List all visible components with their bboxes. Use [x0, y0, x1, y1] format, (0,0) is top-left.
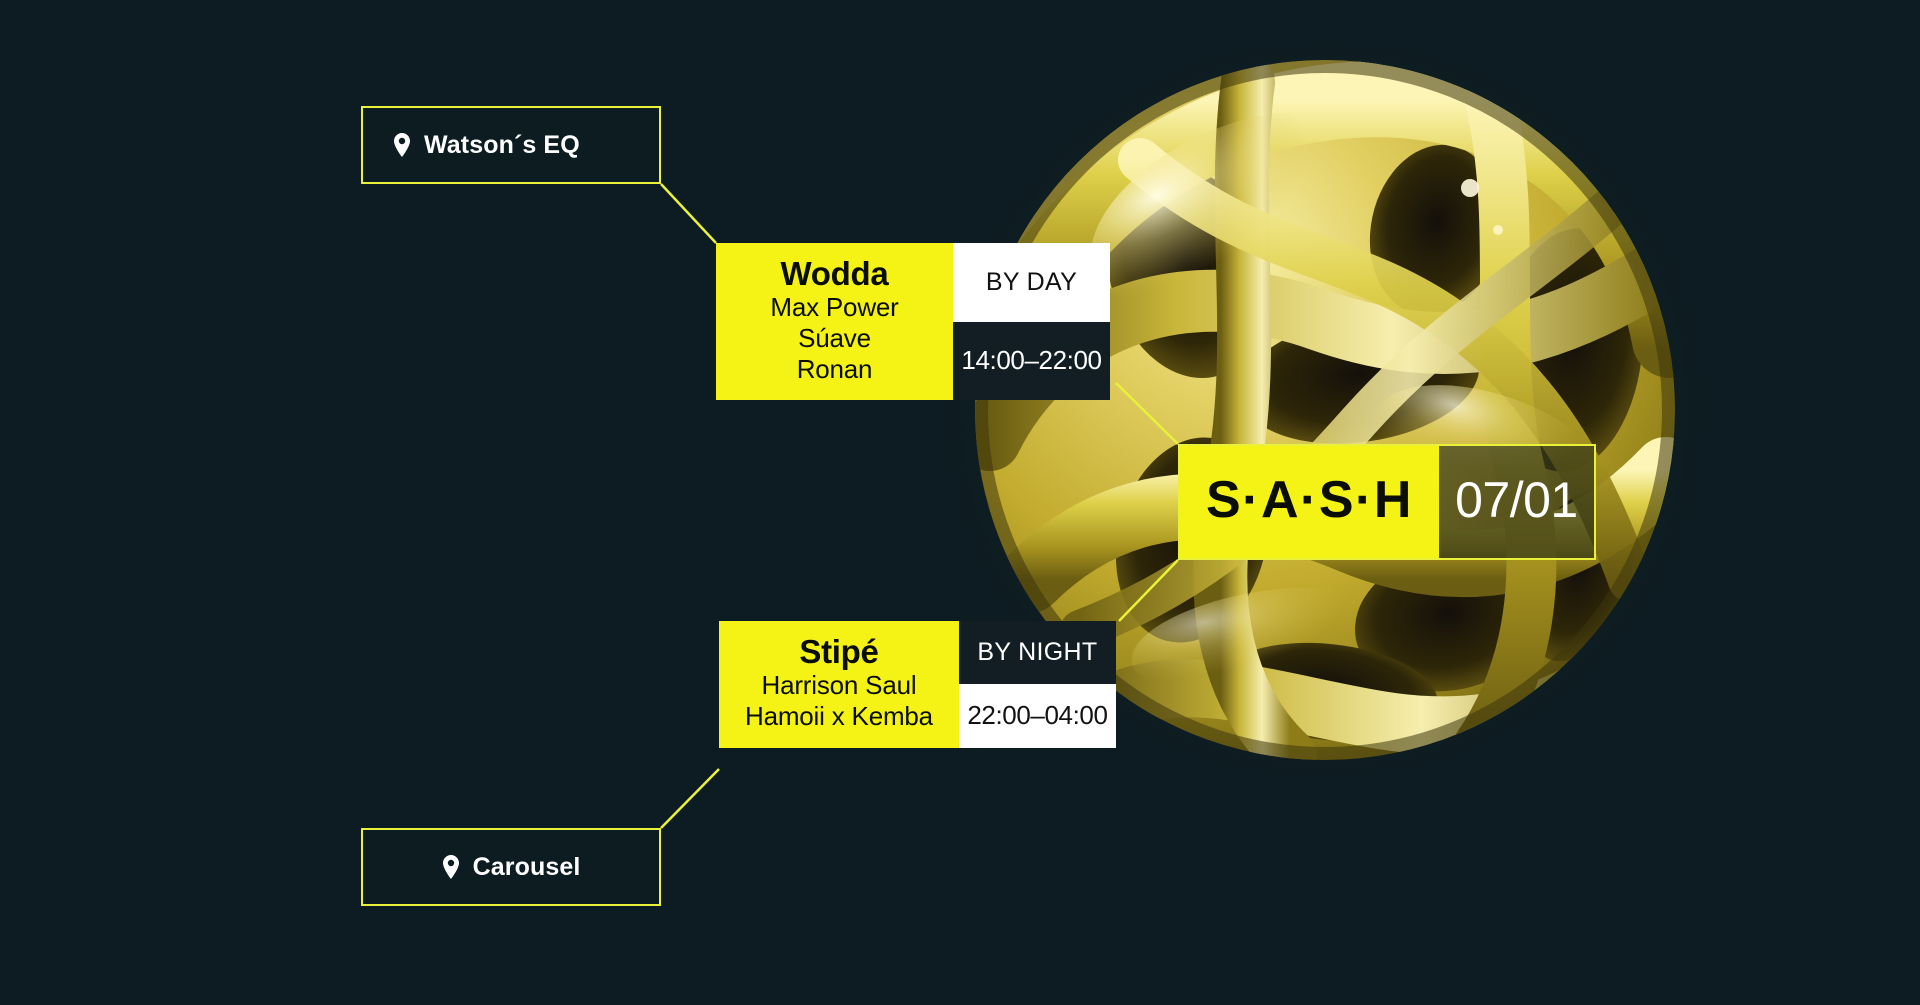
- connector-wodda-to-brand: [1115, 382, 1179, 445]
- venue-label-carousel[interactable]: Carousel: [361, 828, 661, 906]
- support-act: Ronan: [796, 353, 873, 384]
- slot-period-label: BY NIGHT: [958, 621, 1116, 685]
- venue-name: Carousel: [472, 852, 581, 881]
- slot-time-label: 14:00–22:00: [953, 321, 1110, 401]
- slot-info-night: BY NIGHT 22:00–04:00: [958, 621, 1116, 748]
- slot-period-label: BY DAY: [953, 243, 1110, 322]
- connector-watsons-to-wodda: [660, 183, 717, 244]
- support-act: Hamoii x Kemba: [745, 700, 933, 731]
- connector-brand-to-stipe: [1118, 559, 1179, 622]
- connector-carousel-to-stipe: [660, 768, 720, 829]
- lineup-card-day[interactable]: Wodda Max Power Súave Ronan BY DAY 14:00…: [716, 243, 1110, 401]
- brand-name: S·A·S·H: [1180, 446, 1439, 558]
- slot-info-day: BY DAY 14:00–22:00: [953, 243, 1110, 401]
- headliner-name: Stipé: [799, 633, 879, 670]
- slot-time-label: 22:00–04:00: [958, 684, 1116, 748]
- location-pin-icon: [442, 855, 459, 879]
- venue-label-watsons-eq[interactable]: Watson´s EQ: [361, 106, 661, 184]
- headliner-name: Wodda: [780, 255, 889, 292]
- support-act: Harrison Saul: [761, 670, 917, 701]
- lineup-card-night[interactable]: Stipé Harrison Saul Hamoii x Kemba BY NI…: [719, 621, 1116, 748]
- venue-name: Watson´s EQ: [424, 130, 580, 159]
- brand-bar[interactable]: S·A·S·H 07/01: [1178, 444, 1596, 560]
- event-date: 07/01: [1438, 446, 1594, 558]
- lineup-names-night: Stipé Harrison Saul Hamoii x Kemba: [719, 621, 959, 748]
- location-pin-icon: [394, 133, 410, 157]
- lineup-names-day: Wodda Max Power Súave Ronan: [716, 243, 953, 401]
- support-act: Súave: [798, 322, 871, 353]
- support-act: Max Power: [770, 292, 899, 323]
